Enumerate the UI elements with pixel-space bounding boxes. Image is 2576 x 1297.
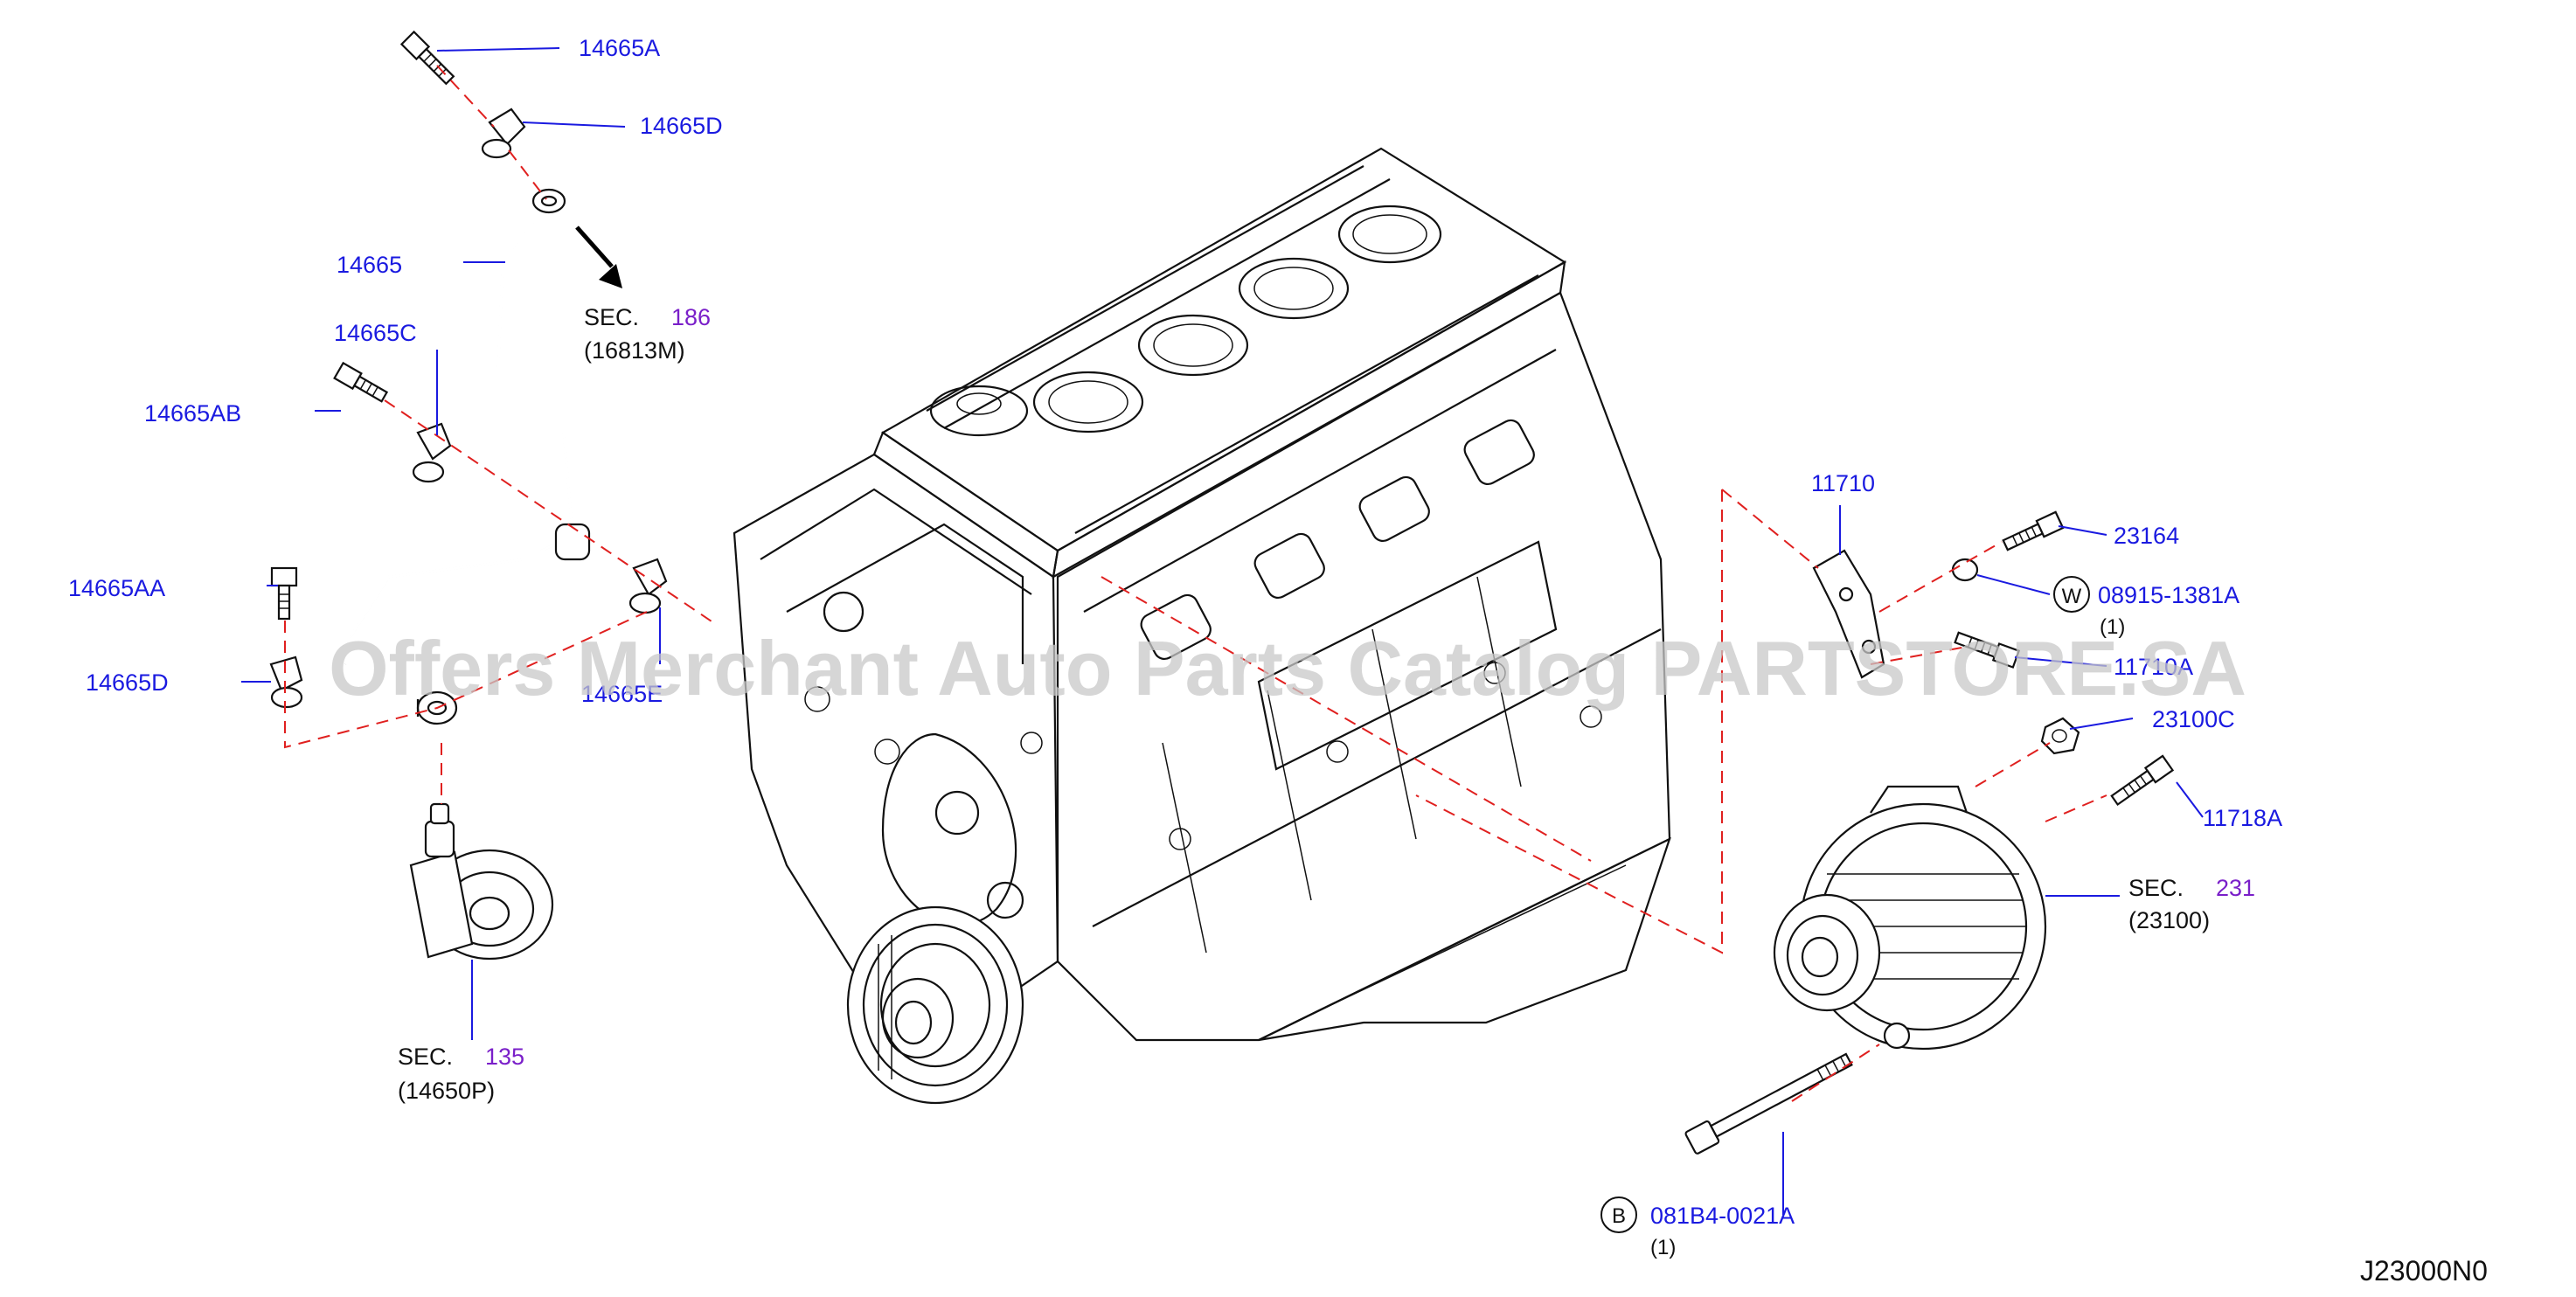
eye-fitting-top bbox=[531, 188, 566, 214]
vacuum-pump-illustration bbox=[409, 802, 554, 961]
label-14665d-bottom[interactable]: 14665D bbox=[86, 669, 169, 696]
sec-135-ref: (14650P) bbox=[398, 1078, 495, 1104]
tee-joint bbox=[554, 523, 591, 561]
label-11718a[interactable]: 11718A bbox=[2203, 805, 2282, 831]
label-081b4-0021a[interactable]: 081B4-0021A bbox=[1650, 1203, 1795, 1229]
label-14665d-top[interactable]: 14665D bbox=[640, 113, 723, 139]
label-14665[interactable]: 14665 bbox=[337, 252, 402, 278]
washer-icon bbox=[1951, 558, 1979, 582]
qty-b: (1) bbox=[1650, 1236, 1676, 1259]
vacuum-pipe-assembly bbox=[344, 188, 622, 725]
bracket-illustration bbox=[1812, 549, 1885, 679]
label-14665c[interactable]: 14665C bbox=[334, 320, 417, 346]
label-08915-1381a[interactable]: 08915-1381A bbox=[2098, 582, 2239, 608]
label-23100c[interactable]: 23100C bbox=[2152, 706, 2235, 732]
label-14665aa[interactable]: 14665AA bbox=[68, 575, 165, 601]
sec-186-word: SEC. bbox=[584, 304, 639, 330]
qty-w: (1) bbox=[2100, 615, 2125, 639]
w-circle-letter: W bbox=[2062, 585, 2082, 608]
right-fasteners bbox=[1684, 510, 2175, 1155]
label-14665ab[interactable]: 14665AB bbox=[144, 400, 241, 427]
bolt-icon bbox=[399, 30, 455, 86]
sec-231-number[interactable]: 231 bbox=[2216, 875, 2255, 901]
arrow-icon bbox=[575, 225, 614, 268]
bolt-icon bbox=[333, 361, 389, 403]
sec-186-ref: (16813M) bbox=[584, 337, 685, 364]
label-14665a[interactable]: 14665A bbox=[579, 35, 660, 61]
label-11710a[interactable]: 11710A bbox=[2114, 654, 2193, 680]
alternator-illustration bbox=[1773, 785, 2047, 1051]
engine-block-illustration bbox=[733, 147, 1671, 1105]
long-bolt-icon bbox=[1684, 1052, 1853, 1155]
b-circle-icon bbox=[1600, 1196, 1637, 1233]
nut-icon bbox=[2040, 717, 2080, 755]
sec-135-word: SEC. bbox=[398, 1044, 453, 1070]
bolt-icon bbox=[1954, 631, 2021, 669]
assembly-lines bbox=[284, 65, 2107, 1102]
label-11710[interactable]: 11710 bbox=[1811, 470, 1875, 496]
diagram-code: J23000N0 bbox=[2360, 1255, 2488, 1287]
left-fasteners bbox=[269, 30, 668, 709]
bolt-icon bbox=[2002, 510, 2065, 551]
sec-231-word: SEC. bbox=[2128, 875, 2184, 901]
label-23164[interactable]: 23164 bbox=[2114, 523, 2179, 549]
sec-135-number[interactable]: 135 bbox=[485, 1044, 524, 1070]
part-labels: 14665A 14665D 14665 SEC. 186 (16813M) 14… bbox=[68, 35, 2488, 1287]
w-circle-icon bbox=[2053, 576, 2090, 613]
leader-lines bbox=[241, 47, 2204, 1215]
label-14665e[interactable]: 14665E bbox=[581, 681, 663, 707]
clamp-icon bbox=[412, 422, 452, 483]
sec-231-ref: (23100) bbox=[2128, 907, 2210, 933]
clamp-icon bbox=[481, 108, 526, 159]
clamp-icon bbox=[269, 655, 303, 709]
b-circle-letter: B bbox=[1612, 1204, 1626, 1228]
watermark: Offers Merchant Auto Parts Catalog PARTS… bbox=[329, 625, 2246, 711]
sec-186-number[interactable]: 186 bbox=[671, 304, 711, 330]
bolt-icon bbox=[2110, 754, 2175, 807]
bolt-icon bbox=[270, 566, 298, 621]
